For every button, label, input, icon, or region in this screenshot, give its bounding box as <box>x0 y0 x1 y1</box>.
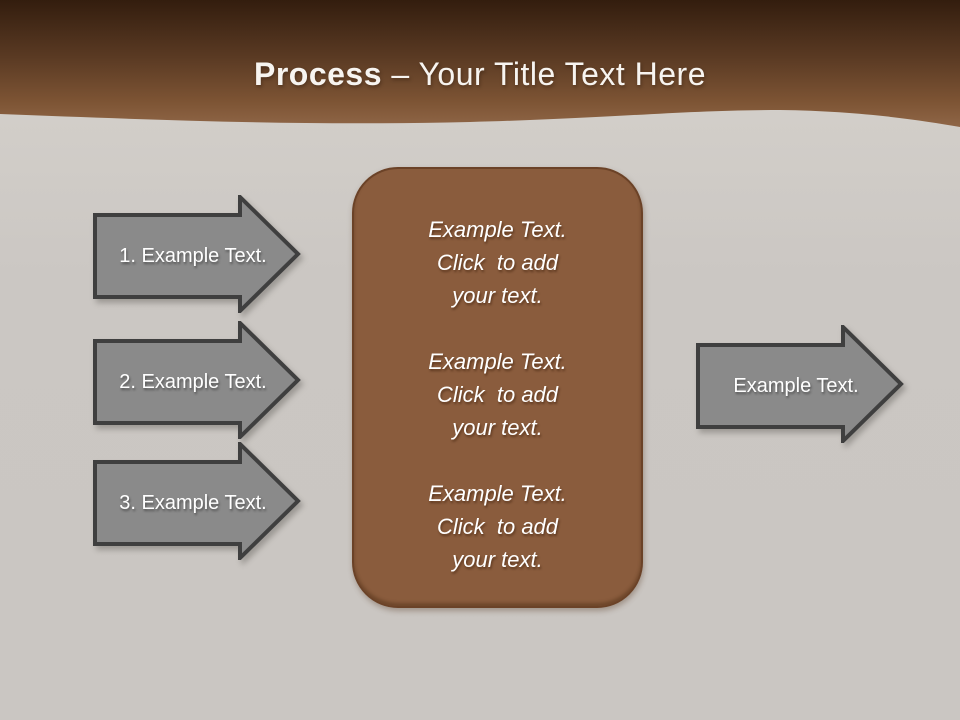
arrow-right-shape <box>93 195 301 313</box>
slide-title-keyword: Process <box>253 56 383 92</box>
slide-title: Process – Your Title Text Here <box>0 56 960 93</box>
content-box-paragraph-2: Example Text. Click to add your text. <box>428 349 567 440</box>
process-arrow-2[interactable]: 2. Example Text. <box>93 321 301 439</box>
header-banner <box>0 0 960 127</box>
content-box[interactable]: Example Text. Click to add your text. Ex… <box>352 167 643 608</box>
arrow-right-shape <box>93 442 301 560</box>
content-box-paragraph-3: Example Text. Click to add your text. <box>428 481 567 572</box>
header-wave-shape <box>0 0 960 127</box>
slide-title-suffix: – Your Title Text Here <box>382 56 706 92</box>
arrow-right-shape <box>93 321 301 439</box>
content-box-paragraph-1: Example Text. Click to add your text. <box>428 217 567 308</box>
arrow-right-shape <box>696 325 904 443</box>
process-arrow-1[interactable]: 1. Example Text. <box>93 195 301 313</box>
process-arrow-3[interactable]: 3. Example Text. <box>93 442 301 560</box>
result-arrow[interactable]: Example Text. <box>696 325 904 443</box>
